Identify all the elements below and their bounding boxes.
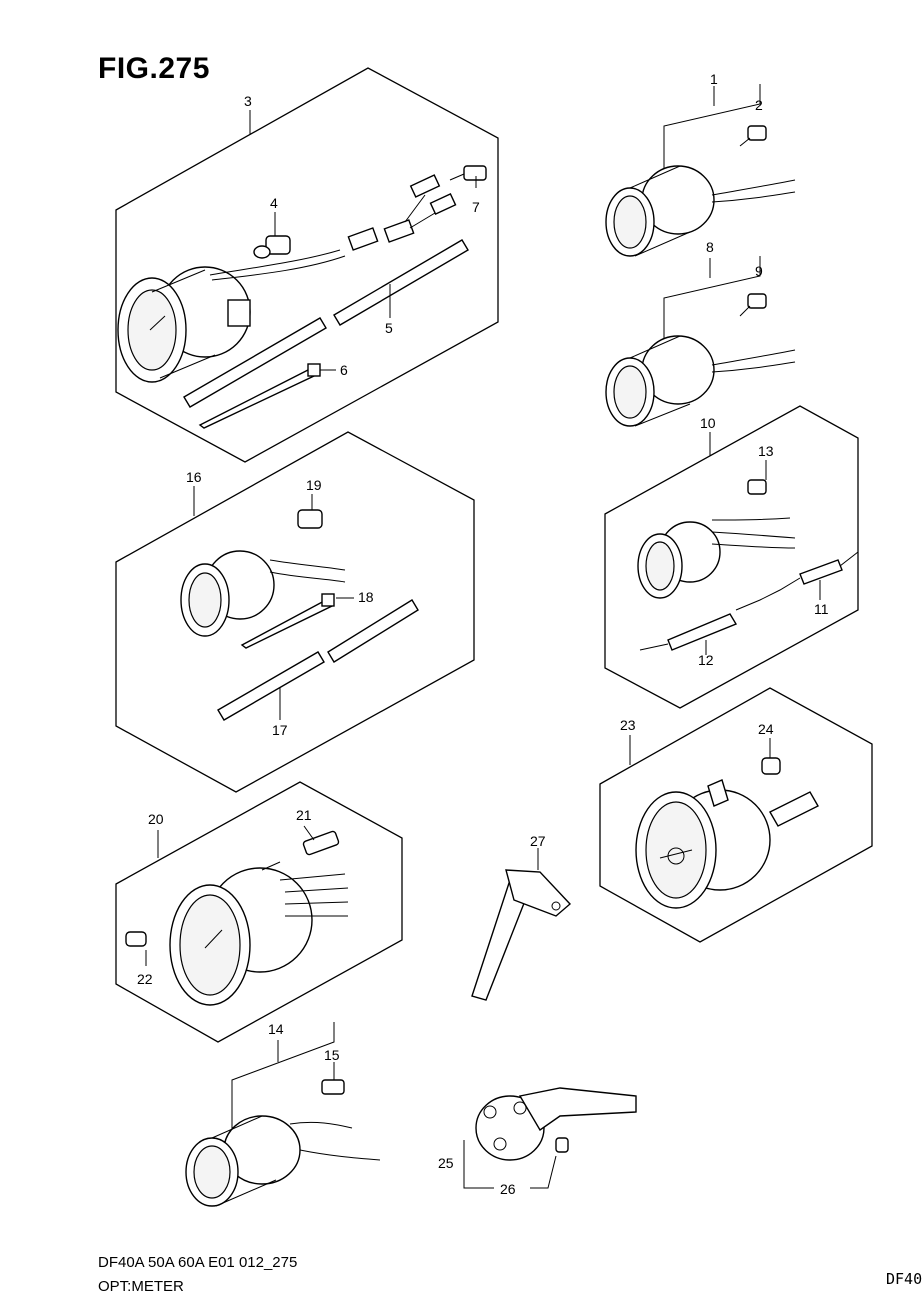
callout-18: 18 (358, 589, 374, 605)
part-group-25: 25 26 (438, 1087, 637, 1197)
part-group-14: 14 15 (185, 1021, 381, 1207)
part-group-1: 1 2 (605, 71, 796, 257)
footer-code: DF40 (886, 1270, 923, 1288)
callout-2: 2 (755, 97, 763, 113)
footer-name: OPT:METER (98, 1278, 184, 1295)
callout-1: 1 (710, 71, 718, 87)
kit-box-20: 20 21 22 (115, 781, 403, 1043)
callout-4: 4 (270, 195, 278, 211)
callout-10: 10 (700, 415, 716, 431)
callout-12: 12 (698, 652, 714, 668)
callout-27: 27 (530, 833, 546, 849)
callout-17: 17 (272, 722, 288, 738)
callout-3: 3 (244, 93, 252, 109)
kit-box-23: 23 24 (599, 687, 873, 943)
kit-box-3: 3 4 5 6 7 (115, 67, 499, 463)
callout-25: 25 (438, 1155, 454, 1171)
callout-26: 26 (500, 1181, 516, 1197)
footer-model: DF40A 50A 60A E01 012_275 (98, 1254, 298, 1271)
part-group-27: 27 (471, 833, 572, 1001)
callout-5: 5 (385, 320, 393, 336)
callout-11: 11 (814, 601, 829, 617)
callout-13: 13 (758, 443, 774, 459)
kit-box-10: 10 11 12 13 (604, 405, 859, 709)
callout-8: 8 (706, 239, 714, 255)
callout-19: 19 (306, 477, 322, 493)
callout-9: 9 (755, 263, 763, 279)
callout-21: 21 (296, 807, 312, 823)
callout-15: 15 (324, 1047, 340, 1063)
callout-22: 22 (137, 971, 153, 987)
callout-16: 16 (186, 469, 202, 485)
callout-6: 6 (340, 362, 348, 378)
callout-14: 14 (268, 1021, 284, 1037)
callout-7: 7 (472, 199, 480, 215)
kit-box-16: 16 17 18 19 (115, 431, 475, 793)
callout-20: 20 (148, 811, 164, 827)
callout-23: 23 (620, 717, 636, 733)
figure-title: FIG.275 (98, 52, 210, 85)
callout-24: 24 (758, 721, 774, 737)
part-group-8: 8 9 (605, 239, 796, 427)
